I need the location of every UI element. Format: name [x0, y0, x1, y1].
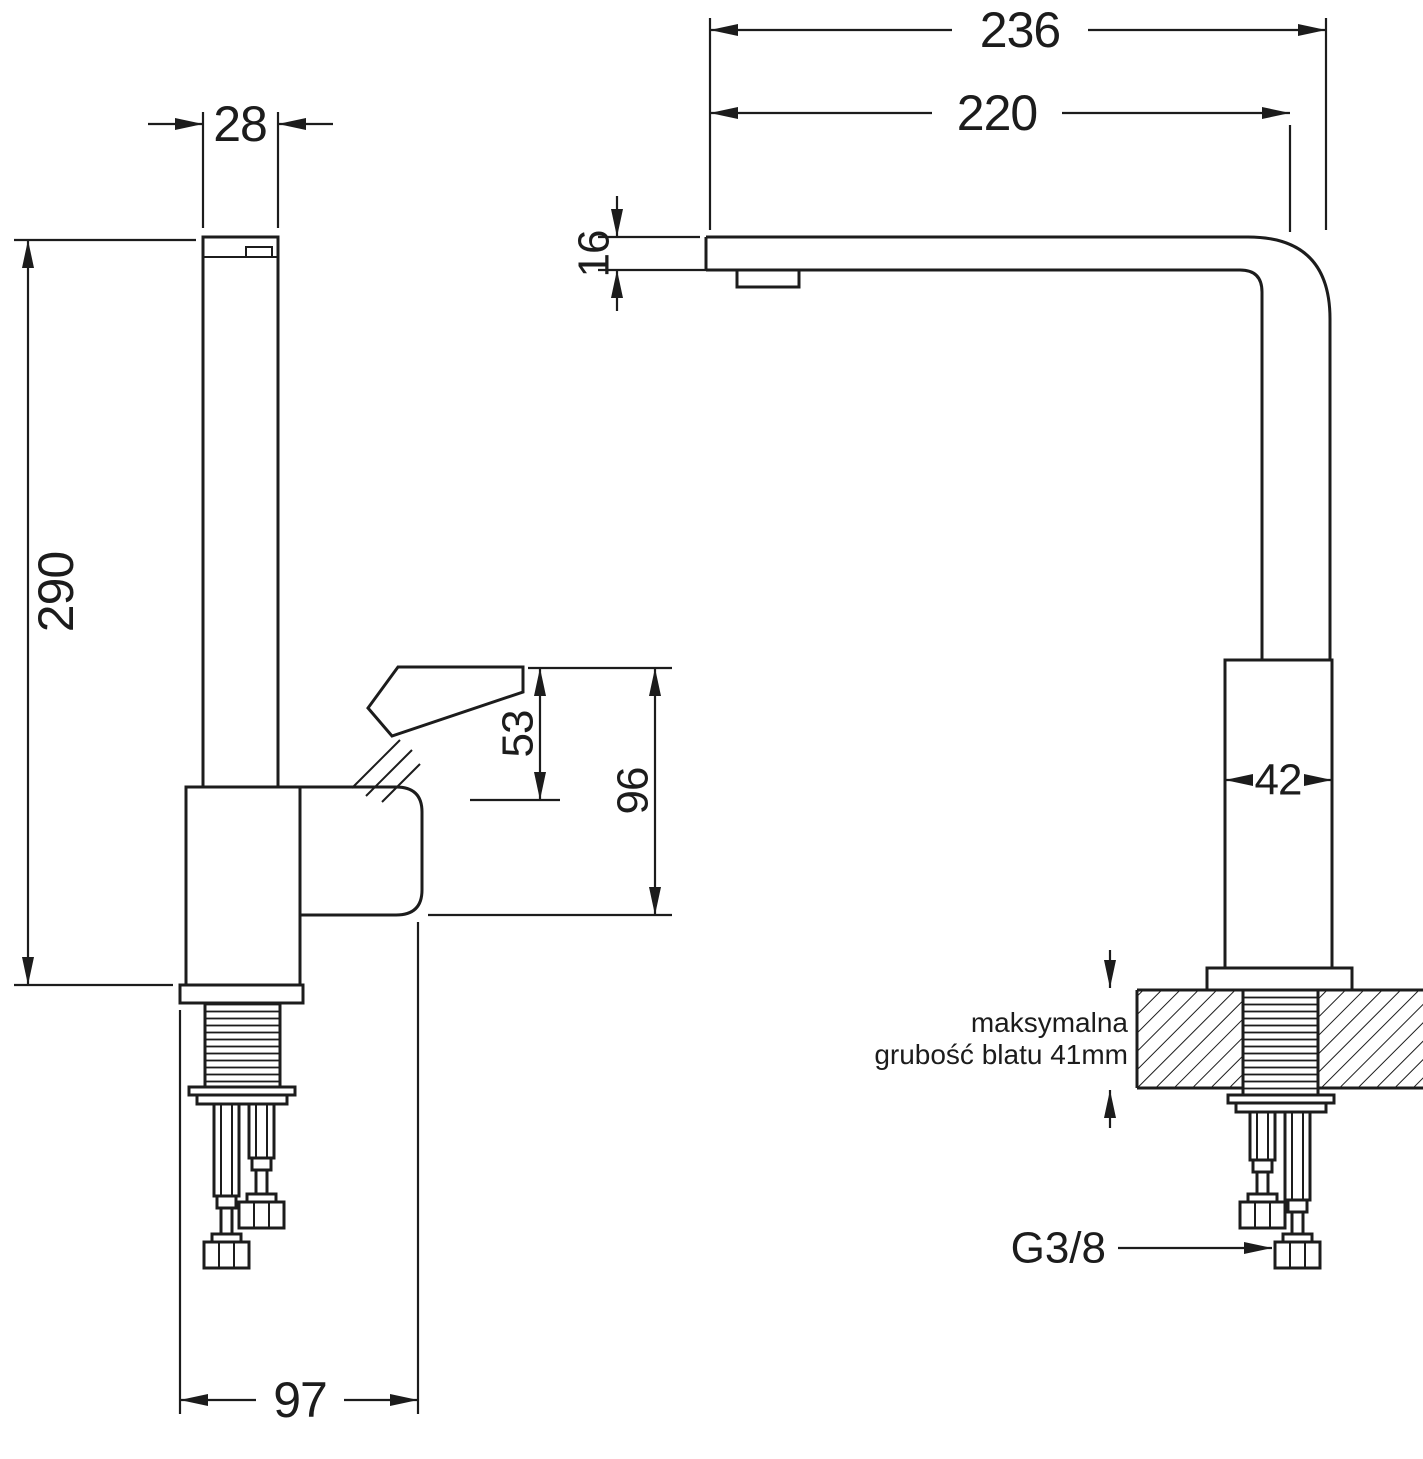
hex-nut	[1273, 1240, 1322, 1270]
counter-note-line1: maksymalna	[971, 1007, 1129, 1038]
hose-braid	[1248, 1110, 1277, 1162]
dimension-220: 220	[710, 85, 1292, 232]
dim-label-overall-reach: 236	[980, 2, 1060, 58]
hose-braid	[1283, 1110, 1312, 1202]
pivot-hatch-line	[351, 739, 401, 789]
countertop-hatch-right	[1318, 990, 1423, 1088]
dim-label-handle-height: 96	[609, 768, 658, 815]
mounting-nut-front	[1234, 1101, 1328, 1114]
counter-note-line2: grubość blatu 41mm	[874, 1039, 1128, 1070]
hose-braid	[247, 1102, 276, 1160]
dimension-236: 236	[708, 2, 1328, 230]
dim-label-base-width: 97	[273, 1372, 327, 1428]
dim-label-body-width: 42	[1255, 756, 1302, 805]
hose-braid	[212, 1102, 241, 1198]
countertop-thickness-note: maksymalna grubość blatu 41mm	[874, 950, 1128, 1128]
dimension-96: 96	[428, 668, 672, 917]
dim-label-handle-offset: 53	[494, 711, 543, 758]
dim-label-spout-width: 28	[213, 96, 267, 152]
handle-lever	[366, 665, 525, 738]
dim-label-spout-thickness: 16	[570, 231, 619, 278]
threaded-shank-side	[203, 1001, 282, 1089]
hose-tube	[1290, 1210, 1305, 1236]
aerator-front	[735, 268, 801, 289]
hose-collar	[1251, 1158, 1274, 1174]
hex-nut	[202, 1240, 251, 1270]
mounting-nut-side	[195, 1093, 289, 1106]
supply-hose-left-front	[1238, 1110, 1287, 1230]
dimension-42: 42	[1225, 756, 1332, 805]
countertop-section	[1135, 988, 1423, 1090]
hex-nut	[237, 1200, 286, 1230]
aerator-detail-side	[245, 246, 273, 258]
hex-nut	[1238, 1200, 1287, 1230]
hose-collar	[1286, 1198, 1309, 1214]
hose-collar	[250, 1156, 273, 1172]
hose-tube	[219, 1206, 234, 1236]
countertop-hatch-left	[1137, 990, 1243, 1088]
base-flange-side	[178, 983, 305, 1005]
supply-hose-left-side	[202, 1102, 251, 1270]
hose-collar	[215, 1194, 238, 1210]
pivot-hatch-line	[381, 763, 421, 803]
supply-hose-right-front	[1273, 1110, 1322, 1270]
dimension-53: 53	[470, 666, 672, 802]
thread-size-callout: G3/8	[1011, 1224, 1272, 1273]
threaded-shank-front	[1241, 988, 1320, 1097]
handle-housing	[298, 785, 424, 917]
hose-tube	[254, 1168, 269, 1196]
base-flange-front	[1205, 966, 1354, 992]
faucet-body-side	[184, 785, 302, 987]
pivot-hatch-line	[365, 749, 413, 797]
spout-outline-front	[704, 235, 1332, 660]
faucet-front-view	[704, 235, 1423, 1270]
spout-riser-outline	[201, 235, 280, 789]
supply-hose-right-side	[237, 1102, 286, 1230]
dimension-28: 28	[148, 96, 333, 228]
dim-label-total-height: 290	[28, 552, 84, 632]
dim-label-spout-reach: 220	[957, 85, 1037, 141]
dimension-290: 290	[14, 238, 196, 987]
faucet-body-front	[1223, 658, 1334, 970]
thread-size-label: G3/8	[1011, 1224, 1106, 1273]
dimension-97: 97	[178, 922, 420, 1428]
faucet-side-view	[178, 235, 525, 1270]
hose-tube	[1255, 1170, 1270, 1196]
dimension-16: 16	[570, 196, 731, 311]
